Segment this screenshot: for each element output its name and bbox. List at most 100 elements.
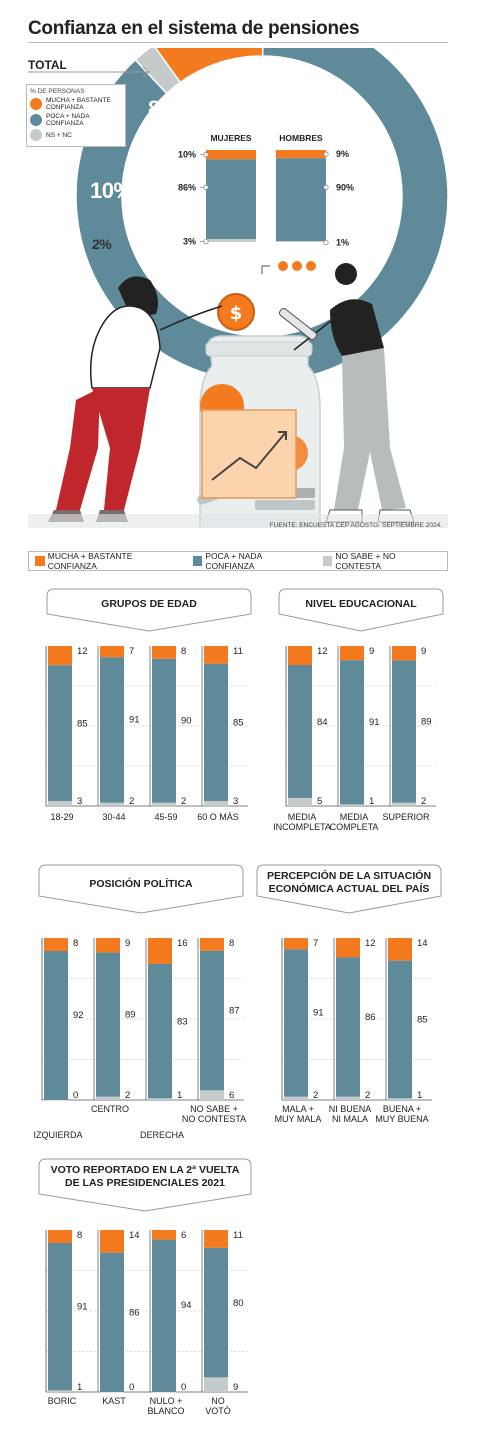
data-label: 86 [365, 1012, 376, 1023]
donut-pct-poca: 88% [148, 96, 191, 121]
banner-voto-reportado: VOTO REPORTADO EN LA 2ª VUELTA DE LAS PR… [38, 1158, 252, 1212]
data-label: 2 [421, 796, 426, 807]
gender-leader-dot [323, 151, 329, 157]
gender-leader-dot [203, 239, 209, 245]
banner-label-posicion-politica: POSICIÓN POLÍTICA [89, 878, 193, 890]
category-label: 30-44 [102, 812, 125, 822]
bar-segment [100, 646, 124, 658]
data-label: 9 [369, 646, 374, 657]
bar-segment [284, 938, 308, 950]
bar-segment [44, 938, 68, 951]
total-arrow-head [142, 66, 150, 78]
gender-bar-segment [206, 239, 256, 242]
data-label: 83 [177, 1016, 188, 1027]
data-label: 14 [417, 938, 428, 949]
banner-shape [256, 864, 442, 914]
bar-segment [200, 938, 224, 951]
data-label: 85 [417, 1015, 428, 1026]
banner-shape [278, 588, 444, 632]
gender-bar-segment [206, 159, 256, 240]
data-label: 12 [317, 646, 328, 657]
gender-leader-dot [203, 152, 209, 158]
gender-category-label: HOMBRES [279, 133, 323, 143]
data-label: 1 [77, 1382, 82, 1393]
ellipsis-dots [261, 261, 316, 274]
bar-segment [392, 802, 416, 806]
legend-label-ns: NS + NC [46, 131, 72, 139]
title-divider [28, 42, 448, 43]
teal-swatch-icon [192, 556, 203, 566]
data-label: 94 [181, 1300, 192, 1311]
bar-segment [152, 646, 176, 659]
bar-segment [100, 802, 124, 806]
bar-segment [336, 1096, 360, 1100]
gender-value-label: 1% [336, 238, 349, 248]
bar-segment [96, 1096, 120, 1100]
teal-dot-icon [30, 114, 42, 126]
data-label: 7 [313, 938, 318, 949]
data-label: 92 [73, 1010, 84, 1021]
legend-label-poca: POCA + NADA CONFIANZA [46, 113, 90, 127]
data-label: 6 [229, 1090, 234, 1101]
source-note: FUENTE: ENCUESTA CEP AGOSTO- SEPTIEMBRE … [269, 522, 442, 529]
data-label: 12 [77, 646, 88, 657]
data-label: 12 [365, 938, 376, 949]
bar-segment [204, 663, 228, 802]
category-label: CENTRO [91, 1104, 129, 1114]
gender-bar-segment [276, 241, 326, 242]
data-label: 11 [233, 646, 243, 657]
gender-value-label: 10% [178, 150, 196, 160]
data-label: 9 [125, 938, 130, 949]
bar-segment [388, 938, 412, 961]
total-label: TOTAL [28, 58, 67, 72]
category-label: SUPERIOR [382, 812, 430, 822]
savings-jar-illustration [197, 335, 321, 528]
data-label: 2 [125, 1090, 130, 1101]
data-label: 80 [233, 1298, 244, 1309]
bar-segment [204, 1247, 228, 1378]
donut-pct-mucha: 10% [90, 178, 133, 203]
banner-nivel-educacional: NIVEL EDUCACIONAL [278, 588, 444, 632]
gender-value-label: 3% [183, 237, 196, 247]
bar-segment [44, 1100, 68, 1101]
donut-pct-ns: 2% [92, 236, 112, 252]
category-label: IZQUIERDA [33, 1130, 82, 1140]
bar-segment [48, 665, 72, 802]
main-legend-item-mucha: MUCHA + BASTANTE CONFIANZA [35, 551, 181, 571]
bar-segment [48, 1242, 72, 1391]
data-label: 91 [129, 715, 140, 726]
data-label: 1 [177, 1090, 182, 1101]
data-label: 85 [233, 718, 244, 729]
bar-segment [152, 802, 176, 806]
data-label: 89 [125, 1009, 136, 1020]
data-label: 87 [229, 1006, 240, 1017]
main-legend-label-ns: NO SABE + NO CONTESTA [335, 551, 396, 571]
grey-swatch-icon [322, 556, 333, 566]
data-label: 89 [421, 716, 432, 727]
data-label: 9 [421, 646, 426, 657]
data-label: 9 [233, 1382, 238, 1393]
orange-dot-icon [30, 98, 42, 110]
page-title: Confianza en el sistema de pensiones [28, 18, 360, 39]
data-label: 3 [233, 796, 238, 807]
bar-segment [44, 950, 68, 1100]
bar-segment [48, 801, 72, 806]
data-label: 0 [73, 1090, 78, 1101]
bar-segment [288, 798, 312, 806]
bar-segment [100, 1392, 124, 1393]
bar-segment [48, 1390, 72, 1392]
gender-leader-dot [323, 239, 329, 246]
legend-label-mucha: MUCHA + BASTANTE CONFIANZA [46, 97, 111, 111]
legend-item-poca: POCA + NADA CONFIANZA [30, 113, 122, 127]
data-label: 86 [129, 1307, 140, 1318]
data-label: 91 [313, 1008, 324, 1019]
main-legend-item-ns: NO SABE + NO CONTESTA [322, 551, 441, 571]
data-label: 85 [77, 718, 88, 729]
bar-segment [336, 938, 360, 958]
donut-slice-mucha [154, 48, 264, 84]
gender-bar-segment [276, 158, 326, 242]
